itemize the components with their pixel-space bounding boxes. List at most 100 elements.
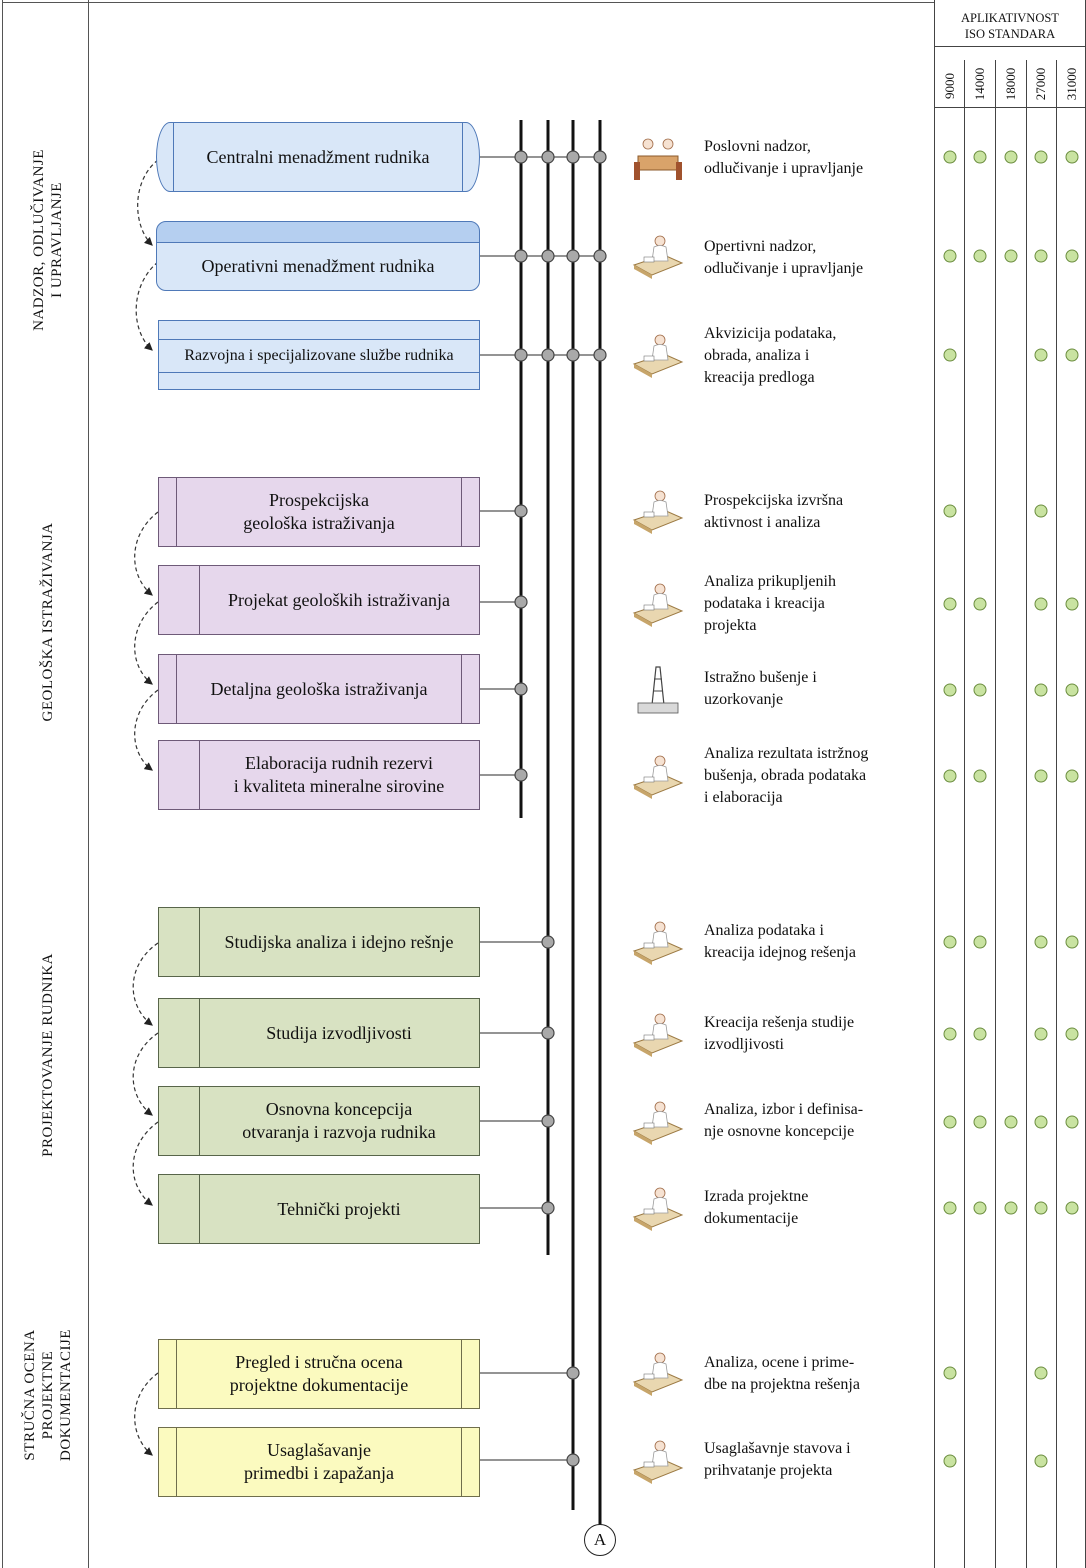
box-band: [199, 999, 200, 1067]
operator-icon: [630, 231, 686, 281]
iso-dot-9000: [943, 1454, 957, 1468]
process-box-label: Pregled i stručna ocena projektne dokume…: [229, 1352, 409, 1395]
activity-text: Analiza rezultata istržnog bušenja, obra…: [704, 745, 869, 806]
iso-dot-27000: [1034, 597, 1048, 611]
analyst-icon: [630, 579, 686, 629]
process-box-geo-project[interactable]: Projekat geoloških istraživanja: [158, 565, 480, 635]
analyst-icon: [630, 751, 686, 801]
box-band: [159, 372, 479, 373]
process-box-label: Usaglašavanje primedbi i zapažanja: [244, 1440, 394, 1483]
iso-dot-14000: [973, 769, 987, 783]
process-box-technical-projects[interactable]: Tehnički projekti: [158, 1174, 480, 1244]
process-box-label: Projekat geoloških istraživanja: [228, 589, 450, 610]
box-band: [461, 655, 462, 723]
process-box-feasibility[interactable]: Studija izvodljivosti: [158, 998, 480, 1068]
iso-header-underline-2: [934, 107, 1086, 108]
desk-worker-icon: [630, 330, 686, 380]
box-band: [199, 908, 200, 976]
process-box-label: Tehnički projekti: [277, 1198, 401, 1219]
box-band: [157, 242, 479, 243]
iso-dot-31000: [1065, 935, 1079, 949]
iso-dot-14000: [973, 683, 987, 697]
negotiation-icon: [630, 1436, 686, 1486]
iso-dot-9000: [943, 1366, 957, 1380]
left-border-line: [2, 0, 3, 1568]
process-box-development-services[interactable]: Razvojna i specijalizovane službe rudnik…: [158, 320, 480, 390]
process-box-operational-management[interactable]: Operativni menadžment rudnika: [156, 221, 480, 291]
activity-text: Izrada projektne dokumentacije: [704, 1188, 809, 1227]
process-box-central-management[interactable]: Centralni menadžment rudnika: [156, 122, 480, 192]
activity-text: Analiza, ocene i prime- dbe na projektna…: [704, 1354, 860, 1393]
process-box-detailed-geo[interactable]: Detaljna geološka istraživanja: [158, 654, 480, 724]
activity-text: Prospekcijska izvršna aktivnost i analiz…: [704, 492, 844, 531]
box-band: [199, 1175, 200, 1243]
iso-dot-9000: [943, 1027, 957, 1041]
process-box-study-analysis[interactable]: Studijska analiza i idejno rešnje: [158, 907, 480, 977]
process-box-reconciliation[interactable]: Usaglašavanje primedbi i zapažanja: [158, 1427, 480, 1497]
iso-col-27000: 27000: [1033, 67, 1048, 101]
iso-dot-9000: [943, 597, 957, 611]
iso-header-title: APLIKATIVNOST ISO STANDARA: [934, 10, 1086, 42]
activity-text: Opertivni nadzor, odlučivanje i upravlja…: [704, 238, 864, 277]
process-box-reserves[interactable]: Elaboracija rudnih rezervi i kvaliteta m…: [158, 740, 480, 810]
connector-a: A: [584, 1524, 616, 1556]
top-border-line: [2, 2, 88, 3]
activity-text: Analiza, izbor i definisa- nje osnovne k…: [704, 1101, 864, 1140]
desk-worker-icon: [630, 917, 686, 967]
iso-dot-27000: [1034, 504, 1048, 518]
process-box-label: Operativni menadžment rudnika: [201, 255, 435, 276]
iso-dot-9000: [943, 348, 957, 362]
desk-worker-icon: [630, 1348, 686, 1398]
box-band: [176, 1428, 177, 1496]
iso-header-underline: [934, 46, 1086, 47]
iso-dot-9000: [943, 1201, 957, 1215]
iso-dot-31000: [1065, 597, 1079, 611]
iso-dot-31000: [1065, 1027, 1079, 1041]
iso-dot-27000: [1034, 1115, 1048, 1129]
process-box-label: Osnovna koncepcija otvaranja i razvoja r…: [242, 1099, 436, 1142]
iso-dot-27000: [1034, 1201, 1048, 1215]
desk-worker-icon: [630, 1097, 686, 1147]
iso-table: APLIKATIVNOST ISO STANDARA 9000 14000 18…: [934, 0, 1086, 1568]
computer-user-icon: [630, 1009, 686, 1059]
iso-dot-27000: [1034, 1027, 1048, 1041]
iso-dot-14000: [973, 597, 987, 611]
box-band: [462, 123, 463, 191]
iso-dot-9000: [943, 150, 957, 164]
iso-dot-14000: [973, 249, 987, 263]
process-box-basic-concept[interactable]: Osnovna koncepcija otvaranja i razvoja r…: [158, 1086, 480, 1156]
flow-lines: [132, 120, 607, 1527]
iso-dot-18000: [1004, 1115, 1018, 1129]
process-box-prospecting[interactable]: Prospekcijska geološka istraživanja: [158, 477, 480, 547]
iso-dot-9000: [943, 249, 957, 263]
box-band: [199, 566, 200, 634]
iso-dot-27000: [1034, 249, 1048, 263]
iso-dot-27000: [1034, 150, 1048, 164]
iso-dot-27000: [1034, 683, 1048, 697]
iso-dot-14000: [973, 935, 987, 949]
box-band: [176, 478, 177, 546]
activity-text: Akvizicija podataka, obrada, analiza i k…: [704, 325, 837, 386]
process-box-review[interactable]: Pregled i stručna ocena projektne dokume…: [158, 1339, 480, 1409]
iso-dot-9000: [943, 504, 957, 518]
iso-col-border: [995, 60, 996, 1568]
iso-dot-31000: [1065, 683, 1079, 697]
drill-rig-icon: [630, 665, 686, 715]
iso-dot-31000: [1065, 1201, 1079, 1215]
box-band: [461, 478, 462, 546]
connector-label: A: [593, 1530, 607, 1549]
iso-dot-9000: [943, 683, 957, 697]
iso-dot-9000: [943, 769, 957, 783]
iso-col-border: [934, 0, 935, 1568]
iso-dot-18000: [1004, 249, 1018, 263]
activity-text: Poslovni nadzor, odlučivanje i upravljan…: [704, 138, 864, 177]
iso-dot-27000: [1034, 348, 1048, 362]
iso-dot-31000: [1065, 769, 1079, 783]
process-box-label: Detaljna geološka istraživanja: [210, 678, 428, 699]
iso-dot-18000: [1004, 150, 1018, 164]
activity-text: Usaglašavnje stavova i prihvatanje proje…: [704, 1440, 851, 1479]
iso-dot-27000: [1034, 769, 1048, 783]
iso-col-border: [964, 60, 965, 1568]
box-band: [176, 655, 177, 723]
process-box-label: Centralni menadžment rudnika: [206, 146, 430, 167]
